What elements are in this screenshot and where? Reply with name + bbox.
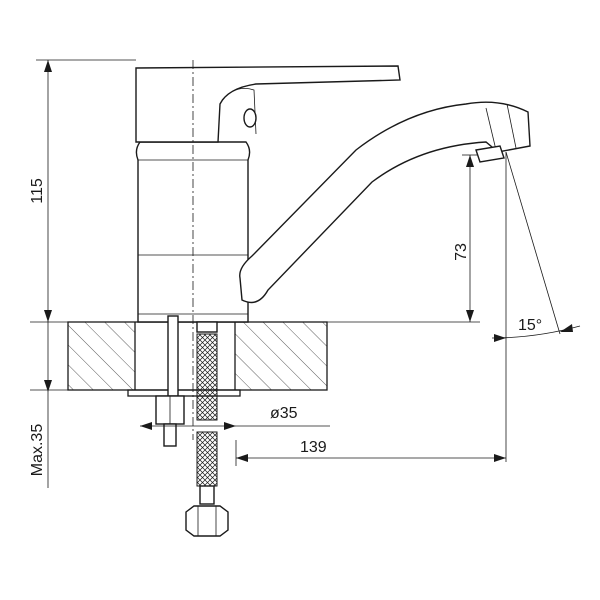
dimension-reach-139: 139 xyxy=(235,439,506,466)
hole-diameter-label: ø35 xyxy=(270,405,298,422)
mounting-plate xyxy=(127,389,241,397)
angle-label: 15° xyxy=(518,317,542,334)
dimension-height-115: 115 xyxy=(29,59,136,322)
reach-139-label: 139 xyxy=(300,439,327,456)
dimension-spout-height-73: 73 xyxy=(453,154,478,322)
height-115-label: 115 xyxy=(29,178,46,204)
threaded-stud xyxy=(155,315,185,447)
mount-max-label: Max.35 xyxy=(29,424,46,477)
dimension-hole-diameter: ø35 xyxy=(140,405,330,430)
lever-handle xyxy=(135,65,401,143)
dimension-angle: 15° xyxy=(491,151,581,462)
supply-hose xyxy=(185,321,229,537)
countertop-section xyxy=(30,321,480,391)
swivel-spout xyxy=(239,101,531,304)
spout-height-73-label: 73 xyxy=(453,243,470,261)
dimension-mount-max: Max.35 xyxy=(29,322,52,488)
